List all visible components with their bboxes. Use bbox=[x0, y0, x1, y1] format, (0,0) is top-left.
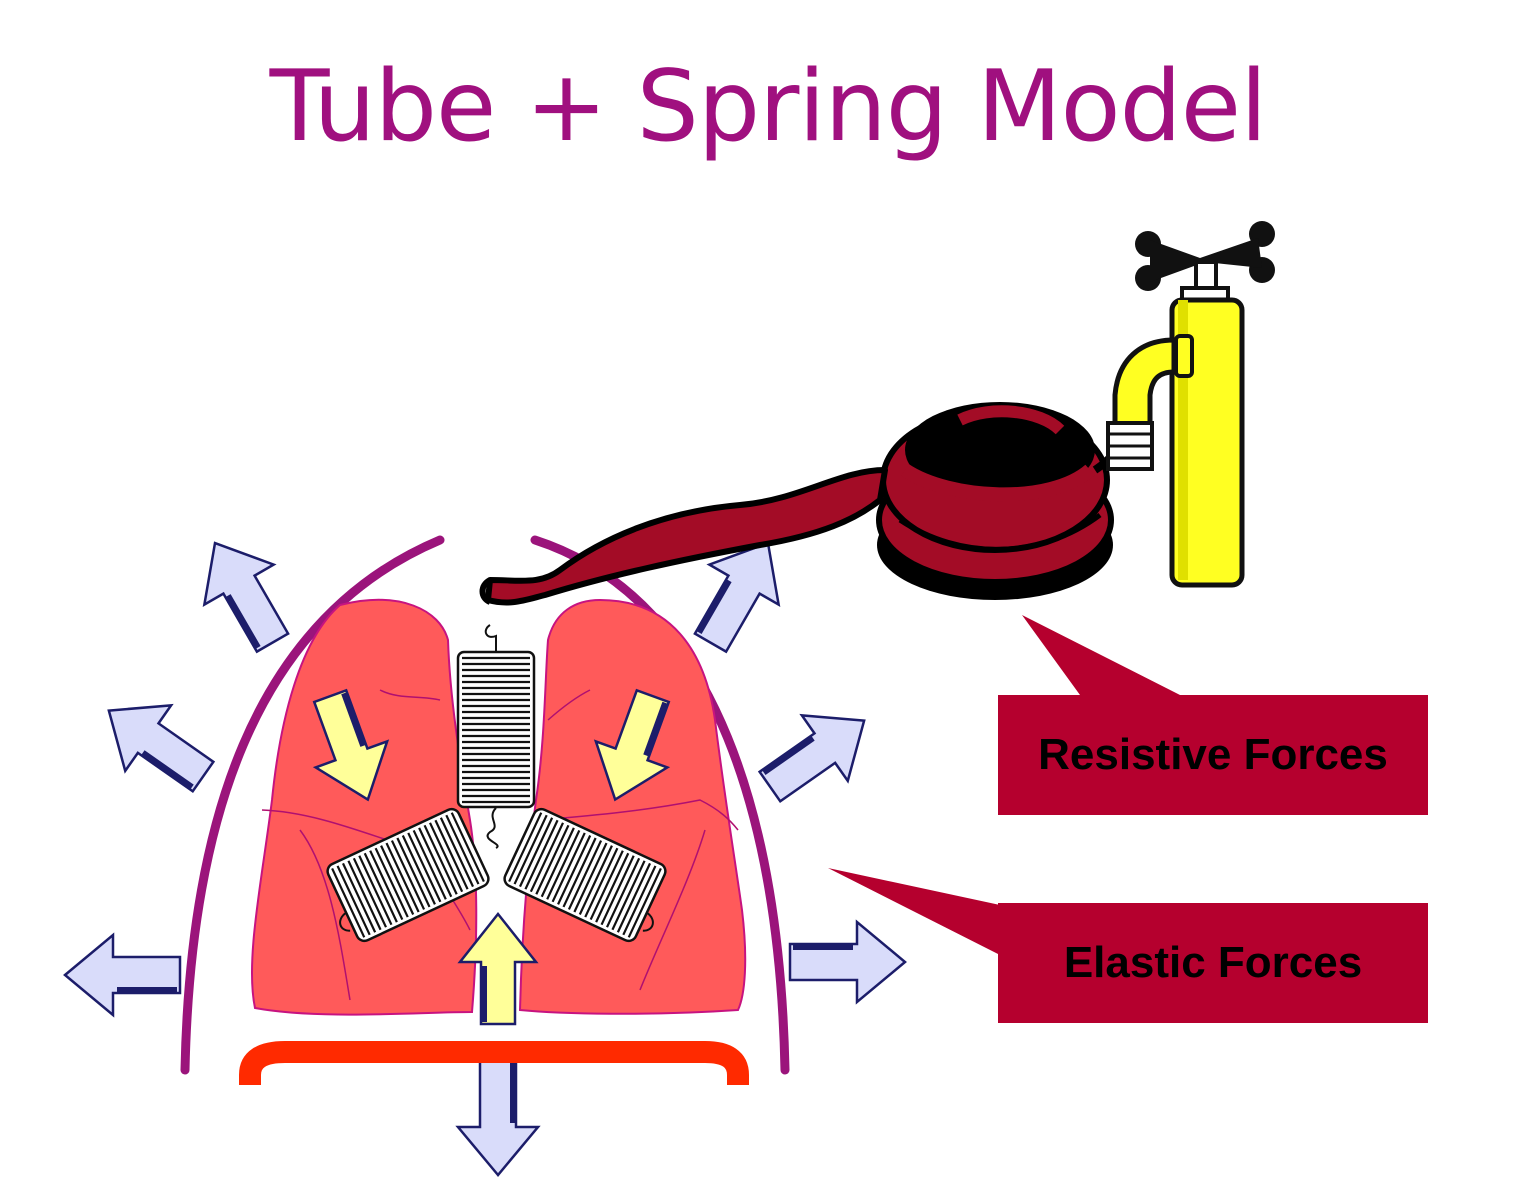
elastic-callout bbox=[828, 868, 1428, 1023]
slide-title: Tube + Spring Model bbox=[269, 50, 1268, 164]
resistive-forces-label: Resistive Forces bbox=[1038, 730, 1388, 779]
expansion-arrow-upper-left-icon bbox=[179, 521, 309, 664]
hose-tube-icon bbox=[479, 402, 1123, 606]
expansion-arrow-mid-left-icon bbox=[84, 676, 228, 811]
elastic-forces-label: Elastic Forces bbox=[1063, 938, 1363, 987]
resistive-callout bbox=[998, 615, 1428, 815]
left-spring-icon bbox=[326, 807, 490, 943]
expansion-arrow-mid-right-icon bbox=[745, 686, 889, 821]
expansion-arrow-lower-right-icon bbox=[788, 920, 907, 1004]
diaphragm-down-arrow-icon bbox=[456, 1058, 540, 1177]
right-lung bbox=[518, 598, 747, 1015]
expansion-arrow-lower-left-icon bbox=[63, 933, 182, 1017]
right-spring-icon bbox=[503, 807, 667, 943]
vertical-spring-icon bbox=[456, 624, 536, 849]
diaphragm bbox=[239, 1041, 749, 1086]
faucet-icon bbox=[1106, 221, 1275, 588]
